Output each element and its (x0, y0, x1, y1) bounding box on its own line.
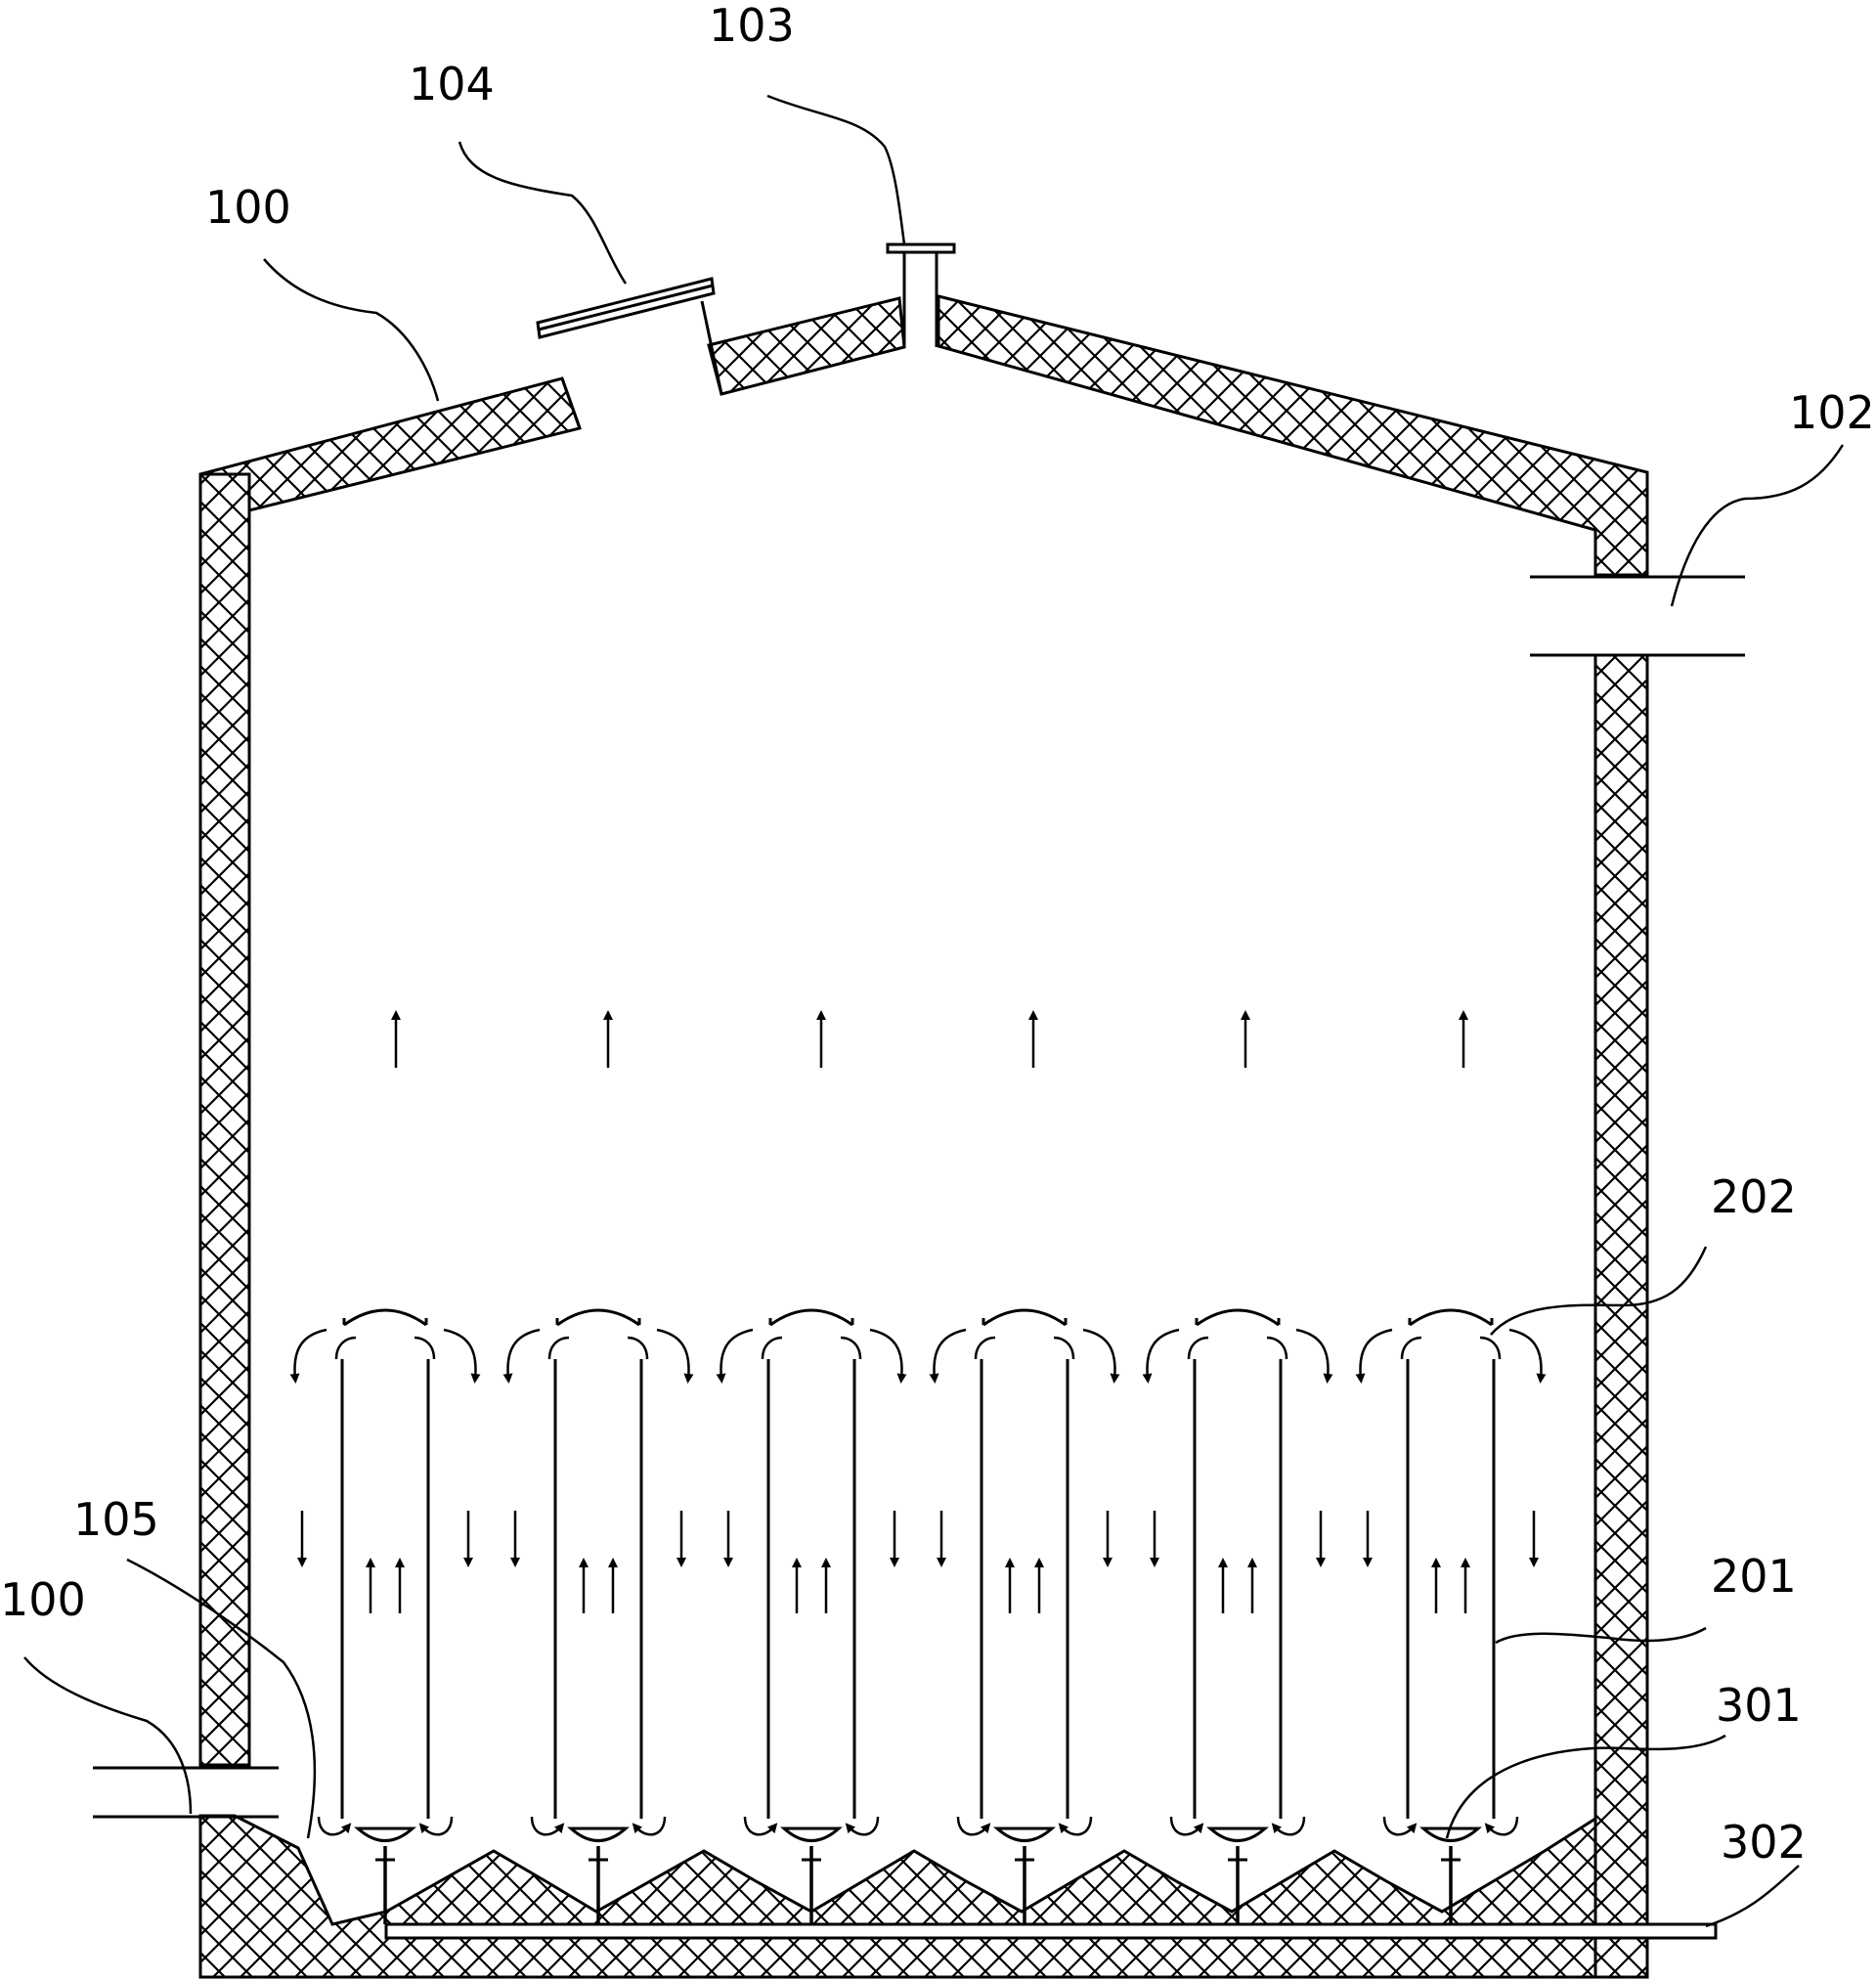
overflow-arrow (443, 1328, 481, 1384)
vessel-shell (198, 294, 1649, 1979)
left-wall (198, 472, 251, 1767)
bottom-curl-arrow (743, 1816, 778, 1836)
outlet-nozzle-102 (1530, 575, 1745, 657)
overflow-curve (1266, 1336, 1288, 1360)
top-deflector-edge (768, 1318, 854, 1325)
bottom-curl-arrow (632, 1816, 667, 1836)
overflow-curve (1479, 1336, 1502, 1360)
label-202: 202 (1711, 1170, 1797, 1223)
overflow-curve (840, 1336, 862, 1360)
top-deflector-edge (342, 1318, 428, 1325)
tube-unit (502, 1308, 694, 1924)
overflow-arrow (1508, 1328, 1547, 1384)
vent-nozzle-103 (886, 242, 956, 347)
top-deflector (982, 1308, 1067, 1327)
overflow-curve (1400, 1336, 1422, 1360)
label-100-top: 100 (205, 181, 291, 234)
nozzle (780, 1827, 843, 1842)
bottom-curl-arrow (530, 1816, 565, 1836)
bottom-curl-arrow (1169, 1816, 1204, 1836)
label-102: 102 (1789, 386, 1875, 439)
nozzle (1206, 1827, 1269, 1842)
overflow-arrow (1355, 1328, 1393, 1384)
inlet-nozzle-100 (93, 1766, 279, 1819)
overflow-arrow (1082, 1328, 1120, 1384)
tube-array (289, 1308, 1547, 1924)
bottom-curl-arrow (845, 1816, 880, 1836)
top-deflector-edge (982, 1318, 1068, 1325)
overflow-curve (414, 1336, 436, 1360)
label-100-bottom: 100 (0, 1573, 86, 1626)
tube-unit (929, 1308, 1120, 1924)
overflow-arrow (929, 1328, 967, 1384)
label-105: 105 (73, 1493, 159, 1546)
top-deflector (769, 1308, 853, 1327)
nozzle (354, 1827, 416, 1842)
overflow-curve (1053, 1336, 1075, 1360)
tube-unit (716, 1308, 907, 1924)
tube-unit (289, 1308, 481, 1924)
overflow-curve (547, 1336, 570, 1360)
label-104: 104 (409, 58, 495, 110)
bottom-curl-arrow (317, 1816, 352, 1836)
overflow-curve (334, 1336, 357, 1360)
overflow-curve (627, 1336, 649, 1360)
overflow-curve (761, 1336, 783, 1360)
top-deflector (1196, 1308, 1280, 1327)
top-deflector-edge (1195, 1318, 1281, 1325)
bottom-curl-arrow (418, 1816, 454, 1836)
bottom-curl-arrow (1058, 1816, 1093, 1836)
label-201: 201 (1711, 1550, 1797, 1603)
overflow-arrow (716, 1328, 754, 1384)
tube-unit (1355, 1308, 1547, 1924)
top-deflector (556, 1308, 640, 1327)
top-deflector-edge (555, 1318, 641, 1325)
overflow-arrow (289, 1328, 327, 1384)
top-deflector (343, 1308, 427, 1327)
bottom-curl-arrow (1484, 1816, 1519, 1836)
nozzle (1419, 1827, 1482, 1842)
upper-flow-arrows (391, 1010, 1468, 1068)
top-deflector (1409, 1308, 1493, 1327)
tube-unit (1142, 1308, 1333, 1924)
nozzle (567, 1827, 630, 1842)
right-wall (1593, 653, 1649, 1979)
roof-middle-segment (707, 296, 906, 396)
overflow-curve (974, 1336, 996, 1360)
overflow-arrow (1295, 1328, 1333, 1384)
roof-right-segment (937, 294, 1649, 577)
manhole-104 (536, 277, 723, 429)
label-103: 103 (709, 0, 795, 52)
overflow-arrow (502, 1328, 541, 1384)
feed-pipe (384, 1922, 1718, 1940)
roof-left-segment (199, 376, 582, 512)
labels: 103 104 100 102 202 105 100 201 301 302 (0, 0, 1875, 1869)
label-301: 301 (1716, 1679, 1802, 1732)
nozzle (993, 1827, 1056, 1842)
bottom-curl-arrow (1271, 1816, 1306, 1836)
bottom-curl-arrow (956, 1816, 991, 1836)
leader-lines (23, 94, 1845, 1928)
top-deflector-edge (1408, 1318, 1494, 1325)
bottom-floor (198, 1814, 1597, 1979)
label-302: 302 (1721, 1816, 1807, 1869)
bottom-curl-arrow (1382, 1816, 1418, 1836)
overflow-arrow (1142, 1328, 1180, 1384)
overflow-arrow (656, 1328, 694, 1384)
overflow-arrow (869, 1328, 907, 1384)
overflow-curve (1187, 1336, 1209, 1360)
